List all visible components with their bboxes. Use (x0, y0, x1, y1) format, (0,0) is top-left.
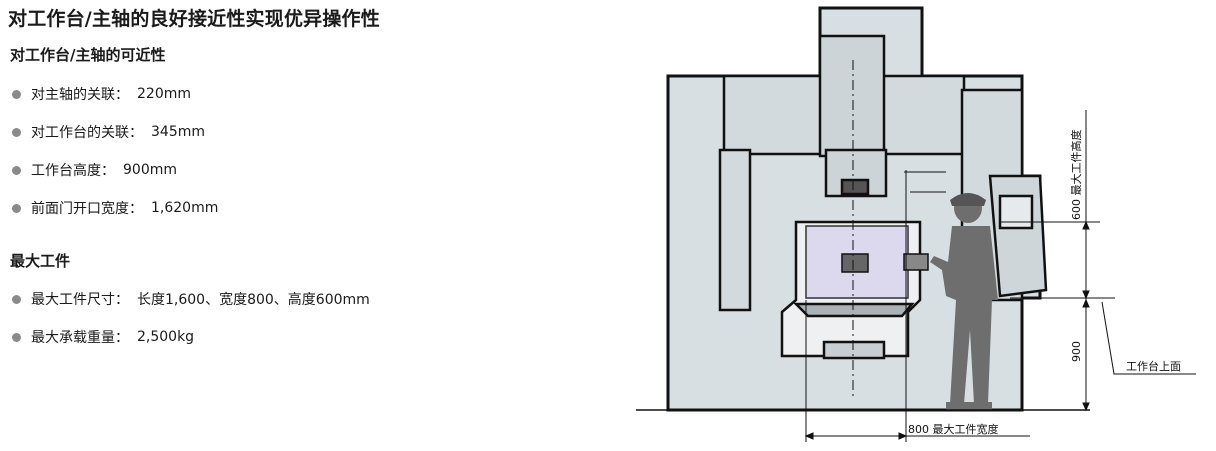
dim-height-label: 600 最大工件高度 (1069, 130, 1083, 221)
bullet-dot (12, 127, 21, 137)
spec-value: 长度1,600、宽度800、高度600mm (137, 292, 370, 308)
spec-value: 2,500kg (137, 329, 195, 345)
tool-right (903, 253, 929, 271)
spec-label: 最大工件尺寸： (31, 292, 129, 308)
spec-value: 1,620mm (151, 200, 219, 216)
section-heading-max-workpiece: 最大工件 (10, 252, 71, 270)
bullet-dot (12, 294, 21, 304)
table-top-leader (1101, 301, 1196, 375)
bullet-dot (12, 203, 21, 213)
spec-item-door-width: 前面门开口宽度： 1,620mm (12, 198, 218, 218)
spec-value: 900mm (123, 162, 177, 178)
spec-label: 对工作台的关联： (31, 125, 143, 141)
control-panel (988, 174, 1048, 298)
table-cutaway (780, 220, 929, 360)
spec-label: 最大承载重量： (31, 330, 129, 346)
dim-table-label: 900 (1070, 341, 1083, 362)
table-top-label: 工作台上面 (1126, 359, 1181, 373)
dim-width-label: 800 最大工件宽度 (908, 422, 999, 436)
left-column (718, 148, 752, 312)
spindle-head (818, 34, 888, 198)
spec-value: 345mm (151, 124, 205, 140)
bullet-dot (12, 332, 21, 342)
dimension-vertical (1082, 110, 1090, 412)
spec-label: 对主轴的关联： (31, 87, 129, 103)
bullet-dot (12, 89, 21, 99)
bullet-dot (12, 165, 21, 175)
section-heading-accessibility: 对工作台/主轴的可近性 (10, 46, 166, 64)
spec-item-max-size: 最大工件尺寸： 长度1,600、宽度800、高度600mm (12, 289, 370, 309)
dimension-horizontal (804, 170, 1030, 442)
spec-item-spindle: 对主轴的关联： 220mm (12, 84, 191, 104)
spec-item-table-height: 工作台高度： 900mm (12, 160, 177, 180)
spec-item-table: 对工作台的关联： 345mm (12, 122, 205, 142)
spec-item-max-load: 最大承载重量： 2,500kg (12, 327, 194, 347)
page-title: 对工作台/主轴的良好接近性实现优异操作性 (8, 8, 380, 30)
spec-label: 工作台高度： (31, 163, 115, 179)
tool-center (841, 253, 869, 273)
operator-figure (930, 193, 998, 410)
spec-value: 220mm (137, 86, 191, 102)
spec-label: 前面门开口宽度： (31, 201, 143, 217)
